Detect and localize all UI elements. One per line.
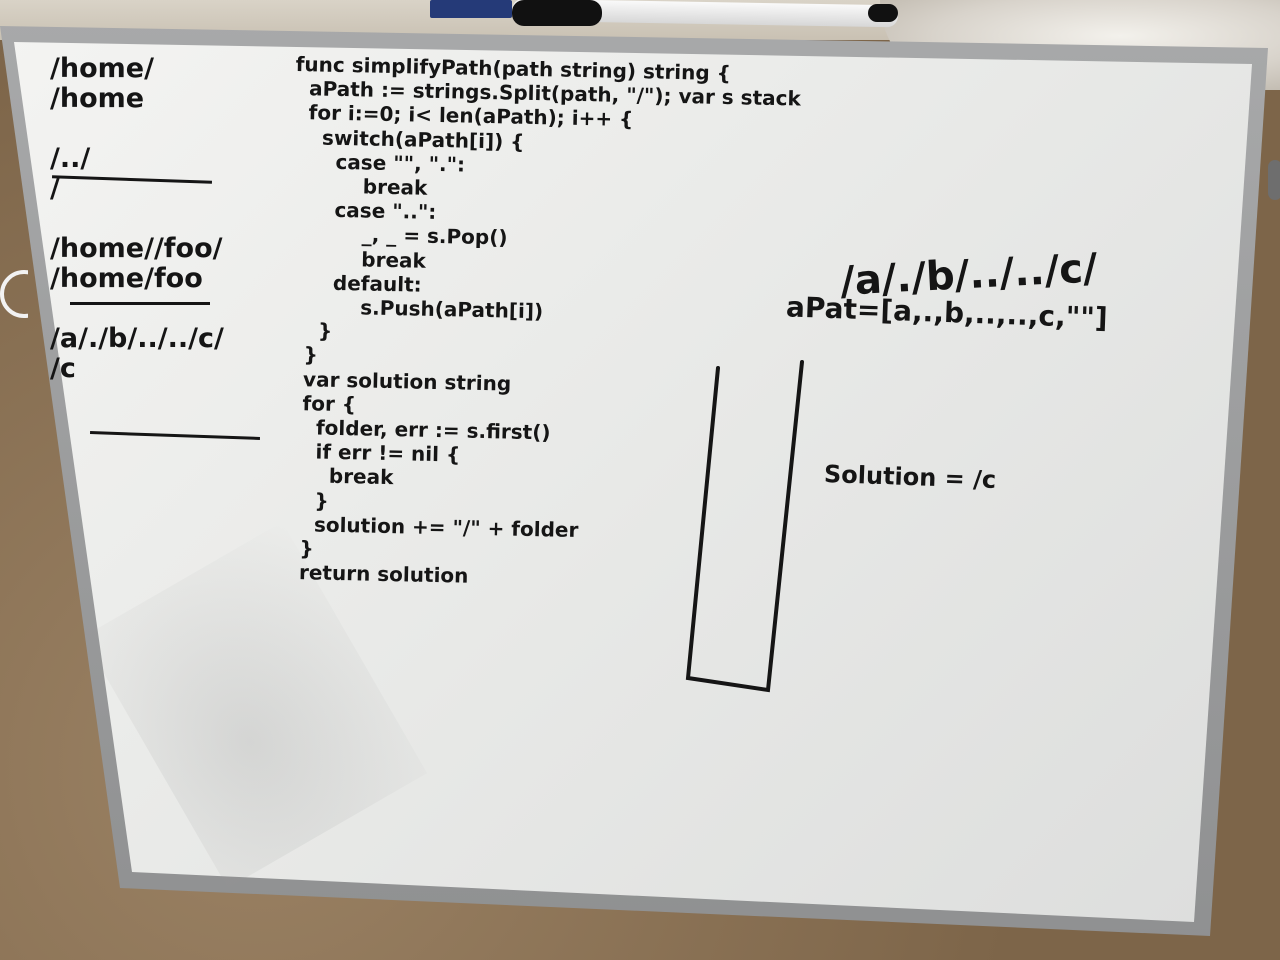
stack-diagram (685, 360, 804, 693)
marker-cap (512, 0, 602, 26)
path-examples: /home/ /home /../ / /home//foo/ /home/fo… (50, 53, 224, 384)
marker-tip (868, 4, 898, 22)
divider-line (70, 302, 210, 305)
example-solution: Solution = /c (823, 460, 997, 494)
power-cord (0, 270, 28, 318)
whiteboard-surface (14, 42, 1252, 922)
board-magnet (1268, 160, 1280, 200)
stack-outline (685, 360, 804, 693)
eraser-object (430, 0, 512, 18)
